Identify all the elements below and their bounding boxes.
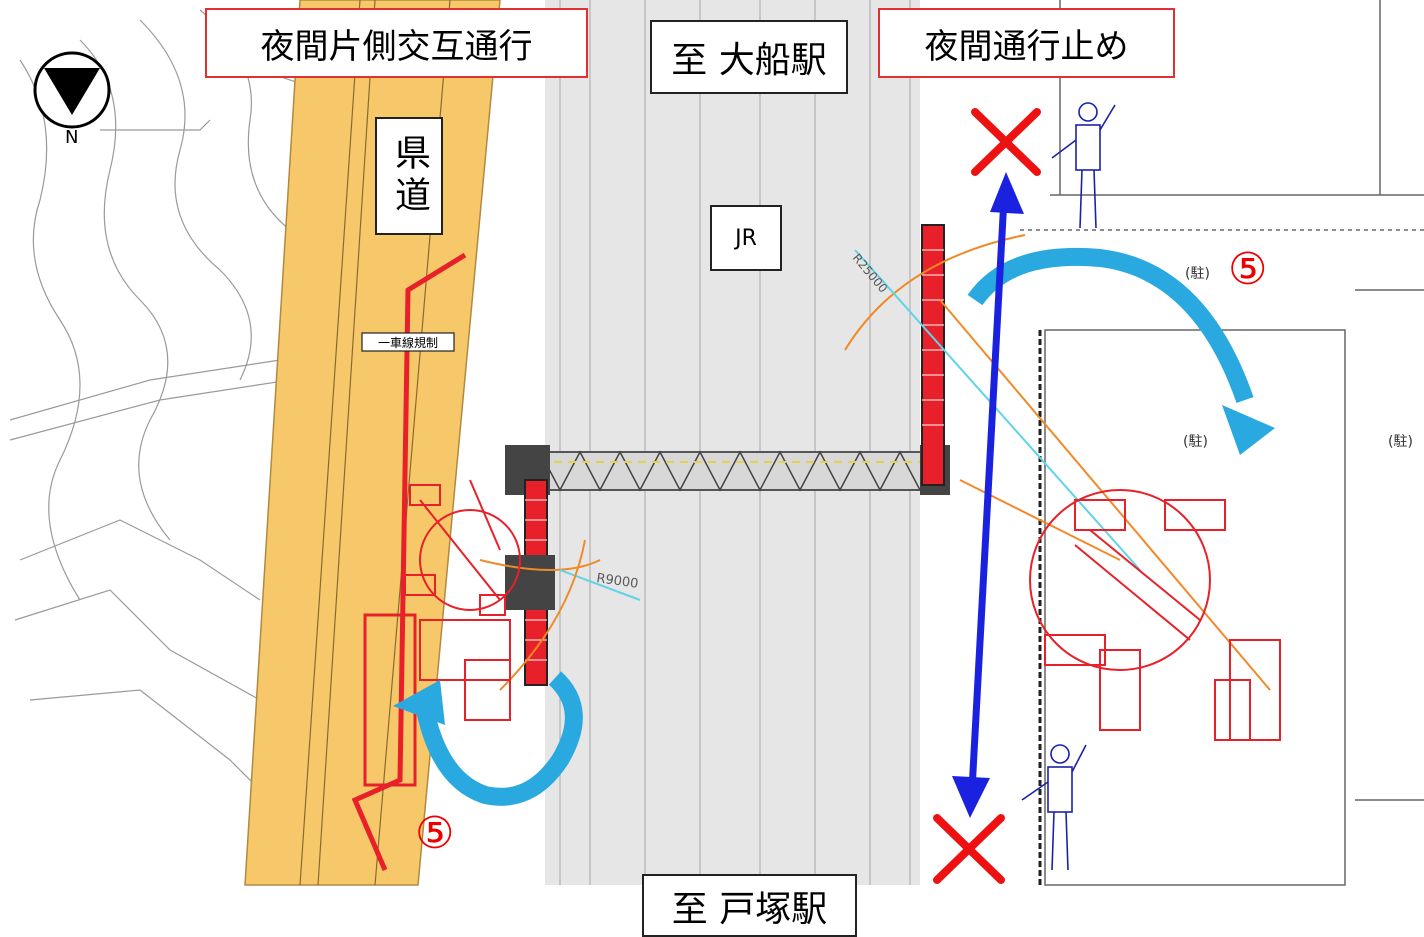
- rotation-arrow-left-icon: [393, 671, 583, 806]
- flagman-top-icon: [1051, 102, 1116, 229]
- parking-label-mid: (駐): [1183, 434, 1208, 450]
- night-closure-label: 夜間通行止め: [878, 8, 1175, 78]
- closure-x-bottom-icon: [933, 814, 1005, 884]
- jr-label: JR: [710, 205, 782, 271]
- right-crane-icon: [1029, 489, 1281, 741]
- lane-restriction-tag-box: [361, 332, 455, 352]
- right-stair-structure: [921, 224, 945, 486]
- left-stair-structure: [505, 479, 555, 686]
- lane-restriction-tag: 一車線規制: [378, 335, 438, 350]
- north-compass-icon: [33, 51, 111, 129]
- jr-track-corridor: [545, 0, 920, 885]
- to-ofuna-station-label: 至 大船駅: [650, 20, 848, 94]
- radius-label-left: R9000: [595, 571, 639, 592]
- flagman-bottom-icon: [1021, 744, 1087, 871]
- night-alternating-label: 夜間片側交互通行: [205, 8, 588, 78]
- rotation-arrow-right-icon: [967, 247, 1275, 455]
- closure-double-arrow-icon: [952, 172, 1024, 818]
- to-totsuka-station-label: 至 戸塚駅: [642, 874, 857, 937]
- lane-restriction-line: [351, 252, 467, 871]
- left-crane-icon: [404, 479, 521, 721]
- north-label: N: [65, 127, 79, 148]
- step-number-right-label: ⑤: [1228, 244, 1268, 295]
- guide-lines: [479, 234, 1271, 691]
- track-lines: [559, 0, 911, 885]
- parking-label-top: (駐): [1185, 266, 1210, 282]
- pedestrian-bridge: [505, 445, 950, 495]
- parking-label-right: (駐): [1388, 434, 1413, 450]
- step-number-left-label: ⑤: [415, 808, 455, 859]
- prefectural-road-label: 県道: [375, 117, 443, 235]
- closure-x-top-icon: [971, 108, 1041, 176]
